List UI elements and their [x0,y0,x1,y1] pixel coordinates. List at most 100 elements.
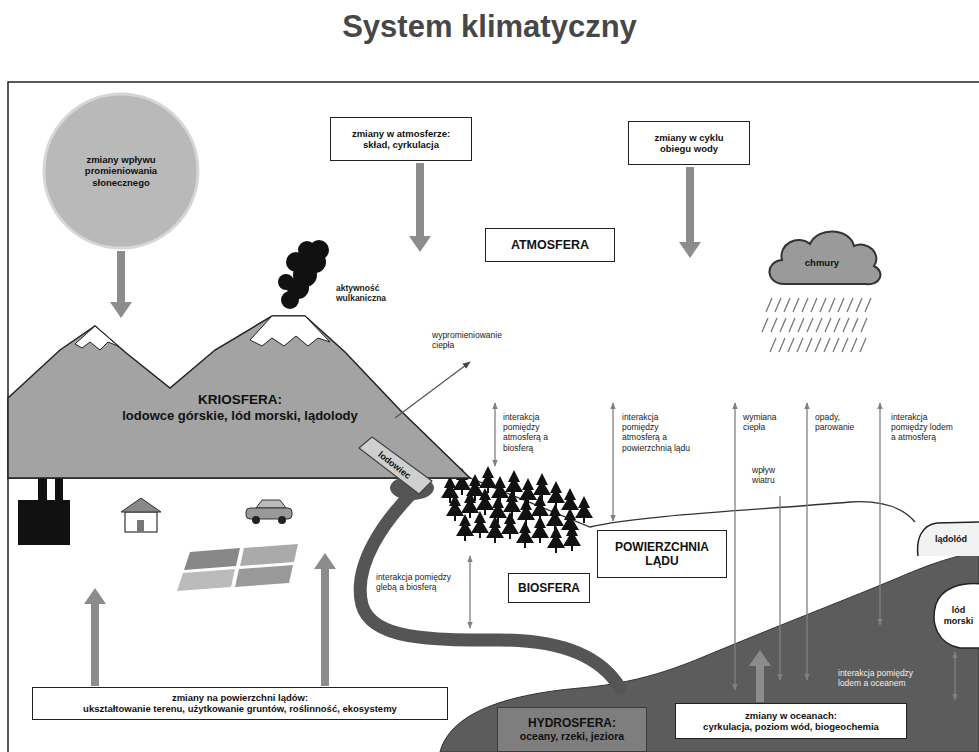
label-wrap: aktywność wulkaniczna [336,283,408,303]
sun-circle-outline [44,94,198,248]
node-text: ukształtowanie terenu, użytkowanie grunt… [83,703,397,714]
glacier-shape-outline [359,437,432,494]
label-wrap: interakcja pomiędzy lodem a atmosferą [891,412,955,443]
sea-ice-shape: lód morski [930,582,979,650]
cryosphere-mountains: KRIOSFERA:lodowce górskie, lód morski, l… [0,318,480,480]
cloud-shape-outline [769,231,880,284]
ocean [440,552,979,752]
forest [441,466,593,553]
callout-label: interakcja pomiędzy atmosferą a powierzc… [622,412,694,453]
label-wrap: interakcja pomiędzy lodem a oceanem [838,668,933,688]
diagram-title: System klimatyczny [0,8,979,45]
volcano-smoke [298,241,316,259]
forest [471,511,489,538]
interaction-arrow [470,403,955,700]
influence-arrow [409,163,431,252]
car [246,500,292,524]
change-box: zmiany na powierzchni lądów:ukształtowan… [32,687,448,720]
callout-label: wymiana ciepła [743,412,789,432]
node-heading: KRIOSFERA: [100,392,380,408]
house [137,520,144,532]
text-holder: KRIOSFERA:lodowce górskie, lód morski, l… [100,392,380,424]
forest [479,466,497,493]
text-holder: POWIERZCHNIA LĄDU [604,540,720,569]
cryosphere-mountains-outline [250,316,330,346]
text-holder: chmury [762,222,882,292]
node-text: lodowiec [375,449,412,481]
callout-label: wpływ wiatru [752,465,798,485]
forest [533,473,551,500]
callout-label: interakcja pomiędzy lodem a atmosferą [891,412,955,443]
fields [177,569,235,591]
forest [531,516,549,543]
forest [489,496,507,523]
frame [8,82,979,752]
sea-ice-shape-outline [934,584,979,648]
forest [461,491,479,518]
node-heading: HYDROSFERA: [520,716,624,730]
forest [476,488,494,515]
callout-label: interakcja pomiędzy lodem a oceanem [838,668,933,688]
node-text: zmiany wpływu promieniowania słonecznego [78,154,164,188]
sphere-box: HYDROSFERA:oceany, rzeki, jeziora [497,707,647,752]
text-holder: lodowiec [355,435,433,495]
fields [240,544,298,566]
text-holder: zmiany w oceanach:cyrkulacja, poziom wód… [703,710,879,733]
forest [456,514,474,541]
cloud-shape-outline [762,222,882,292]
ice-sheet-shape: lądolód [915,520,979,556]
forest [505,470,523,497]
node-text: skład, cyrkulacja [352,139,450,150]
text-holder: zmiany w cyklu obiegu wody [639,132,739,155]
label-wrap: opady, parowanie [815,412,875,432]
label-wrap: interakcja pomiędzy atmosferą a powierzc… [622,412,694,453]
node-text: lodowce górskie, lód morski, lądolody [100,408,380,424]
text-holder: zmiany w atmosferze:skład, cyrkulacja [352,128,450,151]
node-heading: zmiany w atmosferze: [352,128,450,139]
forest [519,478,537,505]
fields [177,544,298,591]
volcano-smoke [278,274,294,290]
car [252,516,260,524]
node-text: zmiany w cyklu obiegu wody [639,132,739,155]
forest [563,524,581,551]
node-text: chmury [805,257,839,268]
node-text: POWIERZCHNIA LĄDU [604,540,720,569]
cloud-shape: chmury [762,222,882,292]
influence-arrow [314,553,336,686]
node-text: cyrkulacja, poziom wód, biogeochemia [703,721,879,732]
node-heading: zmiany w oceanach: [703,710,879,721]
rain [762,298,871,352]
callout-label: opady, parowanie [815,412,875,432]
text-holder: lądolód [915,520,979,556]
interaction-arrow [954,652,955,700]
forest [516,521,534,548]
interaction-arrow [469,556,470,628]
interaction-arrow [734,403,735,690]
cryosphere-mountains-outline [8,316,470,478]
sphere-box: BIOSFERA [508,573,590,603]
forest [446,494,464,521]
change-box: zmiany w oceanach:cyrkulacja, poziom wód… [675,703,907,739]
volcano-smoke [278,240,329,309]
node-text: lądolód [935,534,967,545]
forest [503,490,521,517]
interaction-arrow [879,403,880,625]
sphere-box: POWIERZCHNIA LĄDU [597,530,727,578]
label-wrap: wpływ wiatru [752,465,798,485]
forest [575,496,593,523]
callout-label: wypromieniowanie ciepła [432,330,524,350]
node-text: BIOSFERA [518,581,580,595]
glacier-shape: lodowiec [355,435,433,495]
change-box: zmiany w cyklu obiegu wody [628,121,750,165]
river [360,490,620,688]
interaction-arrow [806,403,807,680]
cryosphere-mountains-outline [75,326,118,350]
node-heading: zmiany na powierzchni lądów: [83,692,397,703]
forest [491,476,509,503]
node-text: lód morski [938,605,979,627]
car [278,516,286,524]
forest [517,498,535,525]
node-text: ATMOSFERA [511,238,589,253]
interaction-arrow [779,496,780,680]
